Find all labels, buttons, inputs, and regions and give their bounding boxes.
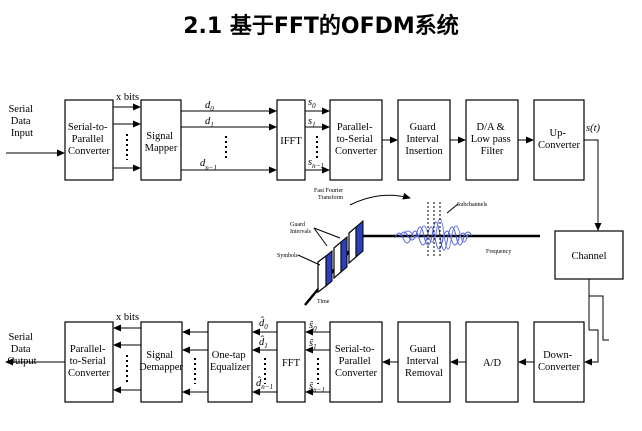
rx-serial-to-parallel-block: Serial-to- Parallel Converter (329, 321, 383, 403)
page-title: 2.1 基于FFT的OFDM系统 (183, 14, 459, 39)
sh0-label: ŝ0 (309, 320, 317, 333)
d1-label: d1 (205, 116, 214, 129)
svg-text:FFT: FFT (282, 358, 301, 369)
svg-text:Guard Interval Ins: Guard Interval Insertion (405, 122, 443, 157)
svg-text:Signal Mapper: Signal Mapper (145, 131, 178, 154)
fft-block: FFT (276, 321, 306, 403)
one-tap-equalizer-block: One-tap Equalizer (207, 321, 253, 403)
d0-label: d0 (205, 100, 214, 113)
guard-intervals-label: Guard Intervals (290, 222, 312, 235)
ofdm-time-frequency-illustration: Fast Fourier Transform Guard Intervals S… (277, 188, 540, 306)
rx-xbits-label: x bits (116, 312, 139, 323)
s0-label: s0 (308, 97, 316, 110)
svg-text:Channel: Channel (572, 251, 607, 262)
svg-text:A/D: A/D (483, 358, 502, 369)
rx-parallel-to-serial-block: Parallel- to-Serial Converter (64, 321, 114, 403)
sn-label: sn−1 (308, 157, 324, 170)
shn-label: ŝn−1 (309, 381, 325, 394)
serial-data-output-label: Serial Data Output (7, 332, 36, 367)
tx-serial-to-parallel-block: Serial-to- Parallel Converter (64, 99, 114, 181)
signal-mapper-block: Signal Mapper (140, 99, 182, 181)
dhn-label: d̂n−1 (256, 376, 273, 391)
svg-text:Serial-to- Parallel: Serial-to- Parallel Converter (335, 344, 378, 379)
svg-text:Up- Converter: Up- Converter (538, 128, 580, 151)
ifft-block: IFFT (276, 99, 306, 181)
dh1-label: d̂1 (259, 335, 268, 350)
down-converter-block: Down- Converter (533, 321, 585, 403)
svg-text:Serial-to- Parallel: Serial-to- Parallel Converter (68, 122, 111, 157)
svg-text:Guard Interval Rem: Guard Interval Removal (405, 344, 443, 379)
svg-text:D/A & Low pass Fil: D/A & Low pass Filter (471, 122, 514, 157)
svg-text:Down- Converter: Down- Converter (538, 350, 580, 373)
sh1-label: ŝ1 (309, 338, 317, 351)
ad-block: A/D (465, 321, 519, 403)
tx-parallel-to-serial-block: Parallel- to-Serial Converter (329, 99, 383, 181)
da-lowpass-filter-block: D/A & Low pass Filter (465, 99, 519, 181)
frequency-label: Frequency (486, 249, 511, 255)
signal-demapper-block: Signal Demapper (139, 321, 183, 403)
up-converter-block: Up- Converter (533, 99, 585, 181)
tx-xbits-label: x bits (116, 92, 139, 103)
svg-text:One-tap Equalizer: One-tap Equalizer (210, 350, 251, 373)
dn-label: dn−1 (200, 158, 217, 172)
time-label: Time (317, 299, 330, 305)
guard-interval-insertion-block: Guard Interval Insertion (397, 99, 451, 181)
s1-label: s1 (308, 116, 316, 129)
dh0-label: d̂0 (259, 316, 268, 331)
subchannels-label: Subchannels (457, 202, 488, 208)
svg-text:Signal Demapper: Signal Demapper (139, 350, 183, 373)
st-label: s(t) (586, 123, 601, 134)
svg-text:Parallel- to-Serial: Parallel- to-Serial Converter (68, 344, 110, 379)
fft-label: Fast Fourier Transform (314, 188, 345, 201)
channel-block: Channel (554, 230, 624, 280)
svg-text:IFFT: IFFT (280, 136, 302, 147)
symbols-label: Symbols (277, 253, 299, 259)
guard-interval-removal-block: Guard Interval Removal (397, 321, 451, 403)
svg-text:Parallel- to-Serial: Parallel- to-Serial Converter (335, 122, 377, 157)
serial-data-input-label: Serial Data Input (8, 104, 35, 139)
